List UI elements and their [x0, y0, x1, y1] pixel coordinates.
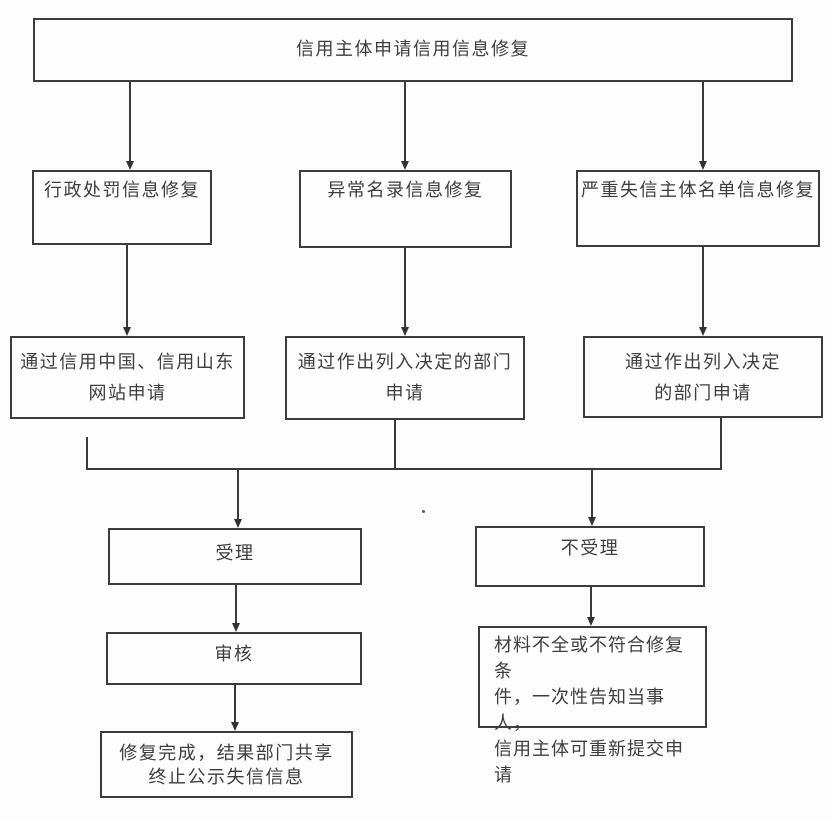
- arrowhead-serious-dept: [698, 327, 707, 336]
- arrowhead-start-abnormal: [400, 161, 409, 170]
- node-accept: 受理: [108, 528, 362, 585]
- arrowhead-start-serious: [698, 161, 707, 170]
- connector-bar-reject: [591, 470, 593, 517]
- node-apply-dept-right: 通过作出列入决定 的部门申请: [583, 336, 823, 418]
- connector-deptmid-bar: [394, 420, 396, 469]
- node-apply-dept-mid: 通过作出列入决定的部门 申请: [285, 336, 525, 420]
- merge-bar: [86, 468, 722, 470]
- arrowhead-bar-reject: [587, 517, 596, 526]
- node-abnormal-list: 异常名录信息修复: [299, 170, 512, 248]
- arrowhead-bar-accept: [233, 519, 242, 528]
- connector-reject-note: [590, 587, 592, 617]
- arrowhead-abnormal-dept: [400, 327, 409, 336]
- connector-abnormal-dept: [404, 248, 406, 327]
- arrowhead-admin-website: [122, 327, 131, 336]
- connector-start-abnormal: [404, 82, 406, 161]
- node-serious-dishonest: 严重失信主体名单信息修复: [576, 170, 820, 247]
- arrowhead-review-complete: [230, 722, 239, 731]
- node-complete: 修复完成，结果部门共享 终止公示失信信息: [100, 731, 353, 798]
- connector-start-serious: [702, 82, 704, 161]
- node-apply-website: 通过信用中国、信用山东 网站申请: [10, 336, 245, 419]
- arrowhead-accept-review: [231, 623, 240, 632]
- connector-review-complete: [234, 685, 236, 722]
- connector-accept-review: [235, 585, 237, 623]
- node-reject: 不受理: [475, 526, 705, 587]
- connector-admin-website: [126, 245, 128, 327]
- arrowhead-reject-note: [586, 617, 595, 626]
- connector-start-admin: [129, 82, 131, 161]
- connector-serious-dept: [702, 247, 704, 327]
- node-start: 信用主体申请信用信息修复: [33, 18, 793, 82]
- speck-artifact: [422, 510, 425, 513]
- arrowhead-start-admin: [125, 161, 134, 170]
- node-review: 审核: [106, 632, 362, 685]
- node-admin-penalty: 行政处罚信息修复: [32, 170, 212, 245]
- connector-website-bar: [86, 437, 88, 469]
- connector-deptright-bar: [720, 418, 722, 469]
- connector-bar-accept: [237, 470, 239, 519]
- node-reject-note: 材料不全或不符合修复条 件，一次性告知当事人， 信用主体可重新提交申请: [478, 626, 707, 785]
